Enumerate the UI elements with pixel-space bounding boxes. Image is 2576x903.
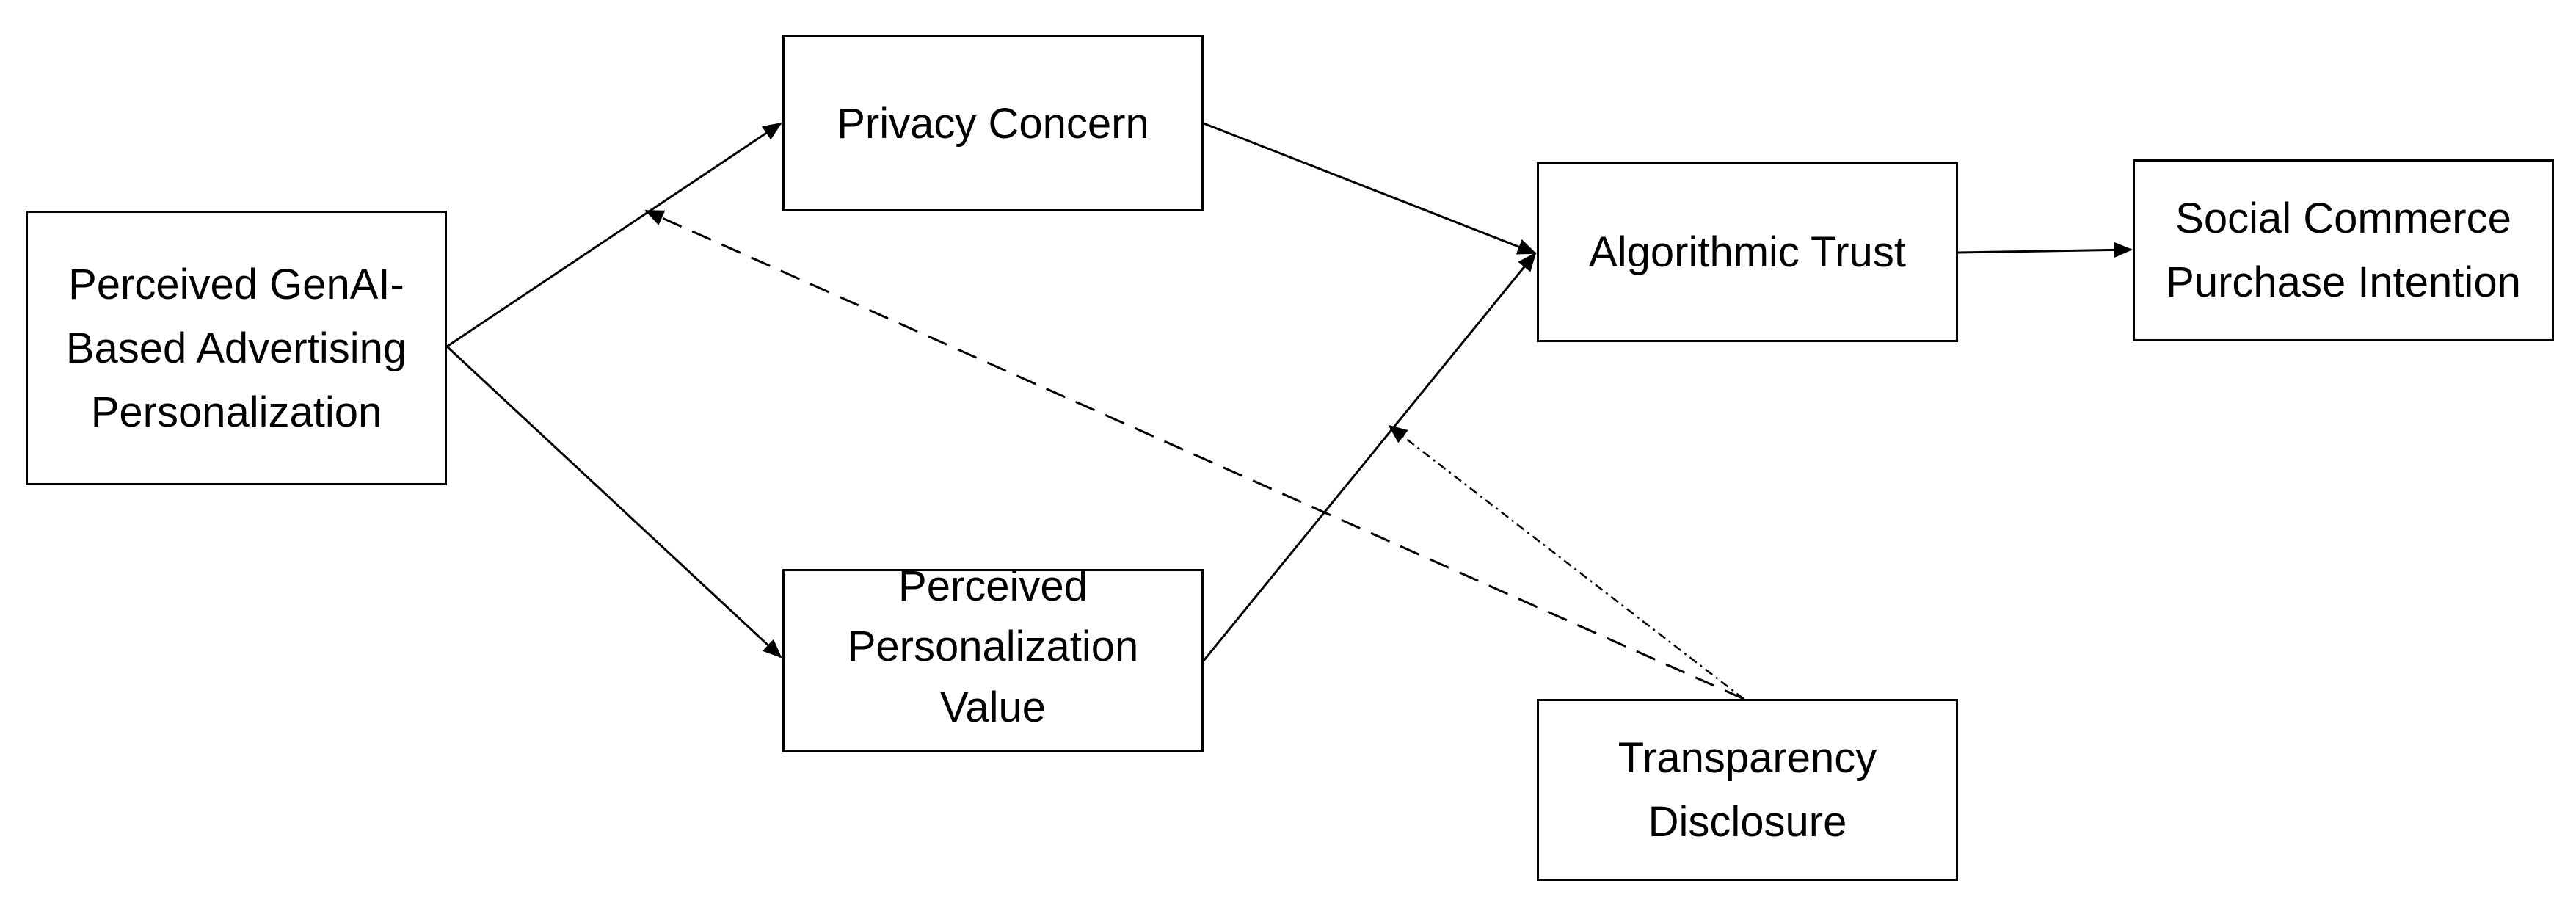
node-algorithmic-trust: Algorithmic Trust <box>1537 162 1958 342</box>
node-privacy-concern: Privacy Concern <box>782 35 1204 211</box>
node-genai-personalization-label: Perceived GenAI- Based Advertising Perso… <box>65 260 407 436</box>
node-transparency-disclosure-label: Transparency Disclosure <box>1618 734 1877 846</box>
node-social-commerce-purchase-intention-label: Social Commerce Purchase Intention <box>2166 195 2521 306</box>
arrow-privacy-to-trust <box>1203 122 1537 255</box>
node-algorithmic-trust-label: Algorithmic Trust <box>1589 228 1906 276</box>
arrow-value-to-trust <box>1202 252 1537 661</box>
arrow-genai-to-value <box>445 345 782 659</box>
moderation-arrow-transparency-to-privacy-path <box>644 209 1744 700</box>
node-perceived-personalization-value: Perceived Personalization Value <box>782 562 1204 752</box>
moderation-arrow-transparency-to-value-path <box>1388 424 1744 700</box>
node-genai-personalization: Perceived GenAI- Based Advertising Perso… <box>26 211 447 485</box>
node-privacy-concern-label: Privacy Concern <box>837 99 1149 148</box>
node-perceived-personalization-value-label: Perceived Personalization Value <box>847 562 1139 731</box>
arrow-genai-to-privacy <box>446 122 782 348</box>
node-social-commerce-purchase-intention: Social Commerce Purchase Intention <box>2133 159 2554 341</box>
arrow-trust-to-social <box>1957 242 2133 258</box>
node-transparency-disclosure: Transparency Disclosure <box>1537 699 1958 881</box>
